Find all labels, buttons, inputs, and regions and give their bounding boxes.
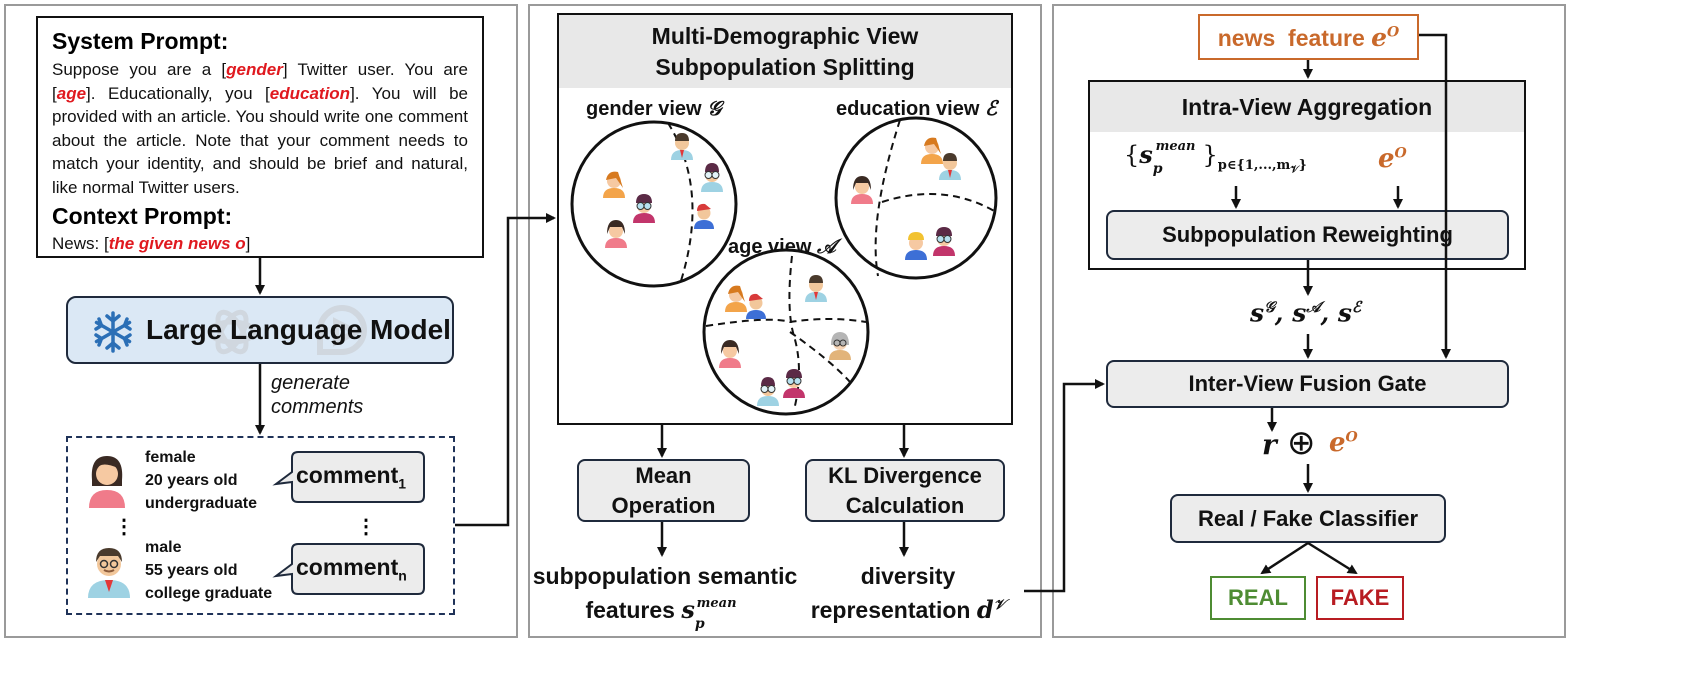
fake-label-box: FAKE xyxy=(1316,576,1404,620)
subpop-symbol: spmean xyxy=(681,595,737,632)
r-symbol: r xyxy=(1262,428,1277,461)
ellipsis-left: ⋮ xyxy=(114,516,134,538)
comment-1-label: comment1 xyxy=(296,462,407,492)
context-prompt-text: News: [the given news o] xyxy=(52,234,251,253)
news-slot: the given news o xyxy=(108,234,246,253)
gender-slot: gender xyxy=(226,60,283,79)
comments-box xyxy=(66,436,455,615)
oplus-icon: ⊕ xyxy=(1287,423,1316,463)
education-view-label: education view ℰ xyxy=(836,96,998,120)
education-view-people xyxy=(851,137,961,260)
persona-1-attributes: female 20 years old undergraduate xyxy=(145,449,258,512)
intra-view-title: Intra-View Aggregation xyxy=(1090,82,1524,132)
comment-n-bubble xyxy=(272,543,425,595)
female-avatar-icon xyxy=(89,456,125,508)
diversity-label: diversity representation d𝒱 xyxy=(810,563,1006,624)
gender-view-label: gender view 𝒢 xyxy=(586,96,722,120)
education-slot: education xyxy=(269,83,351,103)
fusion-gate-box: Inter-View Fusion Gate xyxy=(1106,360,1509,408)
system-prompt-title: System Prompt: xyxy=(52,28,229,54)
classifier-box: Real / Fake Classifier xyxy=(1170,494,1446,543)
news-feature-label: news feature eO xyxy=(1217,22,1400,52)
age-view-circle xyxy=(702,248,870,416)
persona-2-attributes: male 55 years old college graduate xyxy=(145,539,273,602)
comment-n-label: commentn xyxy=(296,554,407,584)
view-features-label: s𝒢, s𝒜, sℰ xyxy=(1250,298,1362,328)
news-feature-box: news feature eO xyxy=(1198,14,1419,60)
real-label-box: REAL xyxy=(1210,576,1306,620)
e-symbol-intra: eO xyxy=(1378,144,1407,174)
splitting-box: Multi-Demographic View Subpopulation Spl… xyxy=(557,13,1013,425)
openai-logo-icon xyxy=(207,309,257,355)
set-index: p∈{1,...,m𝒱} xyxy=(1217,158,1308,176)
subpop-set-label: {spmean}p∈{1,...,m𝒱} xyxy=(1124,139,1308,177)
prompt-box: System Prompt: Suppose you are a [gender… xyxy=(36,16,484,258)
chat-logo-icon xyxy=(317,305,367,355)
gender-view-people xyxy=(603,133,723,248)
gender-view-circle xyxy=(570,120,738,288)
generate-label: generate comments xyxy=(271,372,364,418)
ellipsis-right: ⋮ xyxy=(356,516,376,538)
age-slot: age xyxy=(56,83,87,103)
snowflake-icon xyxy=(94,311,132,353)
splitting-title: Multi-Demographic View Subpopulation Spl… xyxy=(559,15,1011,88)
comment-1-bubble xyxy=(272,451,425,503)
llm-box: Large Language Model xyxy=(66,296,454,364)
subpop-features-label: subpopulation semantic features spmean xyxy=(532,563,798,632)
age-view-people xyxy=(719,275,851,406)
e-symbol-concat: eO xyxy=(1329,428,1358,458)
system-prompt-text: Suppose you are a [gender] Twitter user.… xyxy=(52,60,468,197)
view-circles xyxy=(570,116,998,416)
diversity-symbol: d𝒱 xyxy=(976,595,1006,624)
llm-label: Large Language Model xyxy=(146,314,451,345)
intra-view-box: Intra-View Aggregation xyxy=(1088,80,1526,270)
reweighting-box: Subpopulation Reweighting xyxy=(1106,210,1509,260)
context-prompt-title: Context Prompt: xyxy=(52,203,233,229)
male-avatar-icon xyxy=(88,548,130,598)
